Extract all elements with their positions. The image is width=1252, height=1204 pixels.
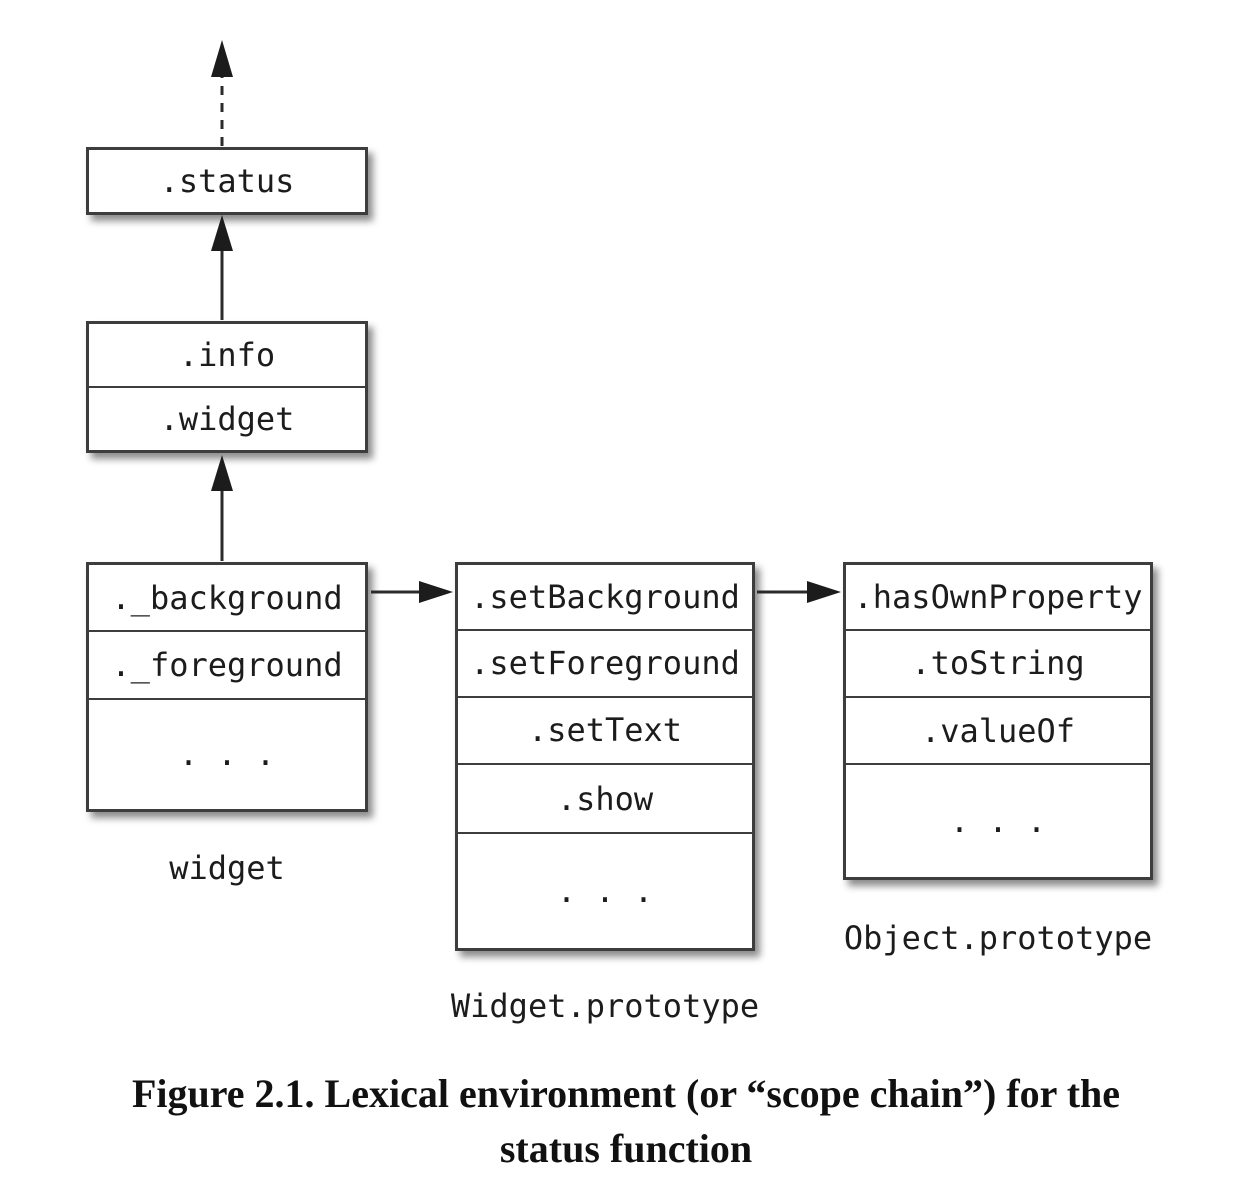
- row-show: .show: [458, 762, 752, 832]
- row-hasownproperty: .hasOwnProperty: [853, 577, 1143, 616]
- row-object-prototype-ellipsis: . . .: [846, 763, 1150, 877]
- info-widget-box: .info .widget: [86, 321, 368, 453]
- row-status: .status: [159, 162, 295, 200]
- figure-caption-line2: status function: [499, 1126, 753, 1171]
- figure-caption: Figure 2.1. Lexical environment (or “sco…: [0, 1066, 1252, 1176]
- figure-caption-line1: Figure 2.1. Lexical environment (or “sco…: [131, 1071, 1121, 1116]
- row-valueof: .valueOf: [846, 695, 1150, 763]
- row-widget: .widget: [89, 386, 365, 450]
- row-foreground: ._foreground: [89, 630, 365, 697]
- widget-object-label: widget: [169, 849, 285, 887]
- arrow-widget-to-info-head-icon: [211, 455, 233, 491]
- row-widget-ellipsis: . . .: [89, 697, 365, 809]
- row-background: ._background: [111, 578, 343, 617]
- row-tostring: .toString: [846, 628, 1150, 696]
- row-widget-prototype-ellipsis: . . .: [458, 832, 752, 948]
- row-info: .info: [178, 336, 276, 374]
- widget-prototype-label: Widget.prototype: [450, 987, 760, 1025]
- arrow-info-to-status-head-icon: [211, 215, 233, 251]
- widget-prototype-box: .setBackground .setForeground .setText .…: [455, 562, 755, 951]
- row-setbackground: .setBackground: [470, 577, 740, 616]
- object-prototype-box: .hasOwnProperty .toString .valueOf . . .: [843, 562, 1153, 880]
- object-prototype-label: Object.prototype: [843, 919, 1153, 957]
- dashed-arrow-status-up-head-icon: [211, 40, 233, 77]
- row-settext: .setText: [458, 696, 752, 763]
- arrow-widget-prototype-to-object-prototype-head-icon: [807, 581, 841, 603]
- status-box: .status: [86, 147, 368, 215]
- row-setforeground: .setForeground: [458, 628, 752, 697]
- arrow-widget-to-widget-prototype-head-icon: [419, 581, 453, 603]
- widget-object-box: ._background ._foreground . . .: [86, 562, 368, 812]
